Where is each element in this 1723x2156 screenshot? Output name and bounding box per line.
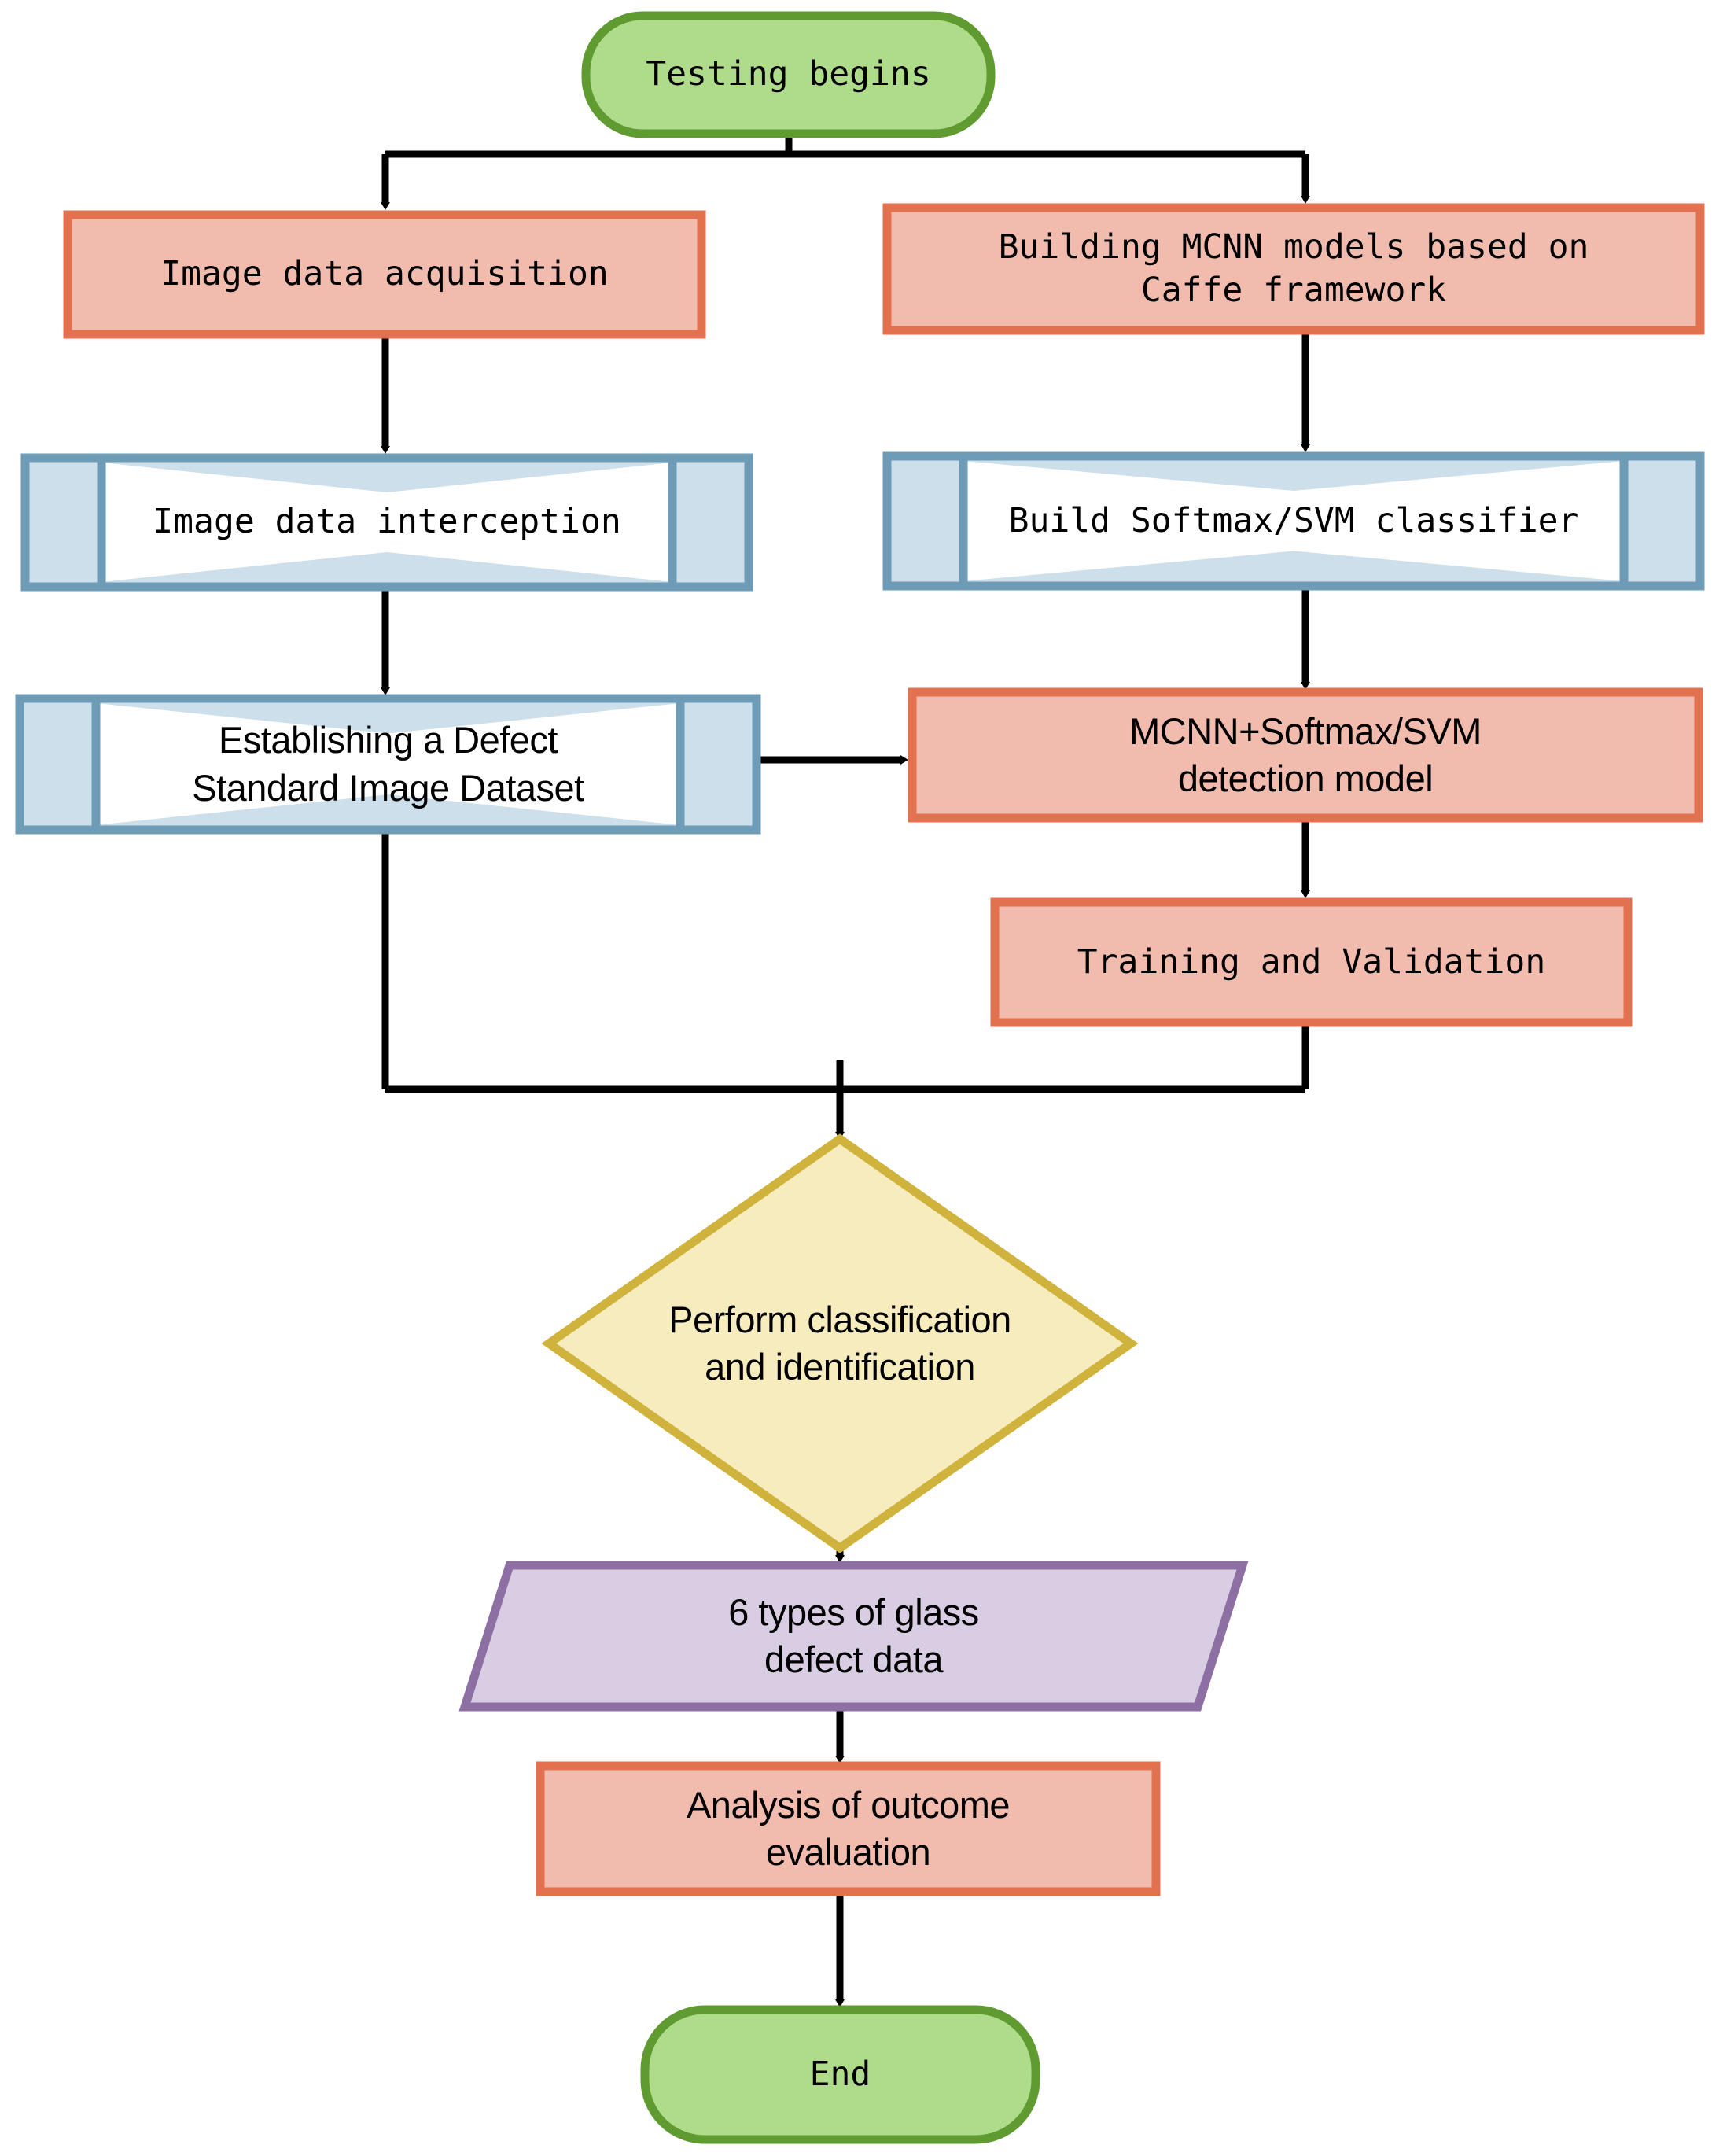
node-mcnn-build[interactable]: Building MCNN models based on Caffe fram… — [887, 208, 1700, 330]
shape-start[interactable] — [581, 11, 996, 138]
node-acquisition-label: Image data acquisition — [160, 254, 609, 294]
shape-classifier[interactable] — [882, 451, 1705, 591]
node-start-label: Testing begins — [646, 54, 931, 94]
shape-training[interactable] — [990, 897, 1633, 1027]
shape-defect-data[interactable] — [458, 1561, 1249, 1712]
shape-mcnn-build[interactable] — [882, 203, 1705, 335]
shape-interception[interactable] — [20, 453, 753, 592]
node-analysis-label: Analysis of outcome evaluation — [686, 1783, 1011, 1873]
node-training-label: Training and Validation — [1077, 942, 1546, 982]
node-end-label: End — [809, 2054, 871, 2094]
node-defect-data-label: 6 types of glass defect data — [728, 1590, 979, 1680]
node-dataset[interactable]: Establishing a Defect Standard Image Dat… — [20, 698, 757, 830]
node-analysis[interactable]: Analysis of outcome evaluation — [540, 1766, 1156, 1892]
node-end[interactable]: End — [645, 2010, 1036, 2139]
node-acquisition[interactable]: Image data acquisition — [68, 215, 701, 334]
node-classifier-label: Build Softmax/SVM classifier — [1008, 500, 1579, 540]
node-interception-label: Image data interception — [153, 502, 621, 542]
node-interception[interactable]: Image data interception — [25, 458, 749, 587]
node-start[interactable]: Testing begins — [586, 16, 991, 134]
node-detect-model-label: MCNN+Softmax/SVM detection model — [1129, 709, 1482, 799]
shape-acquisition[interactable] — [63, 210, 706, 339]
node-detect-model[interactable]: MCNN+Softmax/SVM detection model — [912, 692, 1699, 818]
node-dataset-label: Establishing a Defect Standard Image Dat… — [192, 719, 584, 809]
shape-end[interactable] — [640, 2005, 1040, 2144]
node-classifier[interactable]: Build Softmax/SVM classifier — [887, 456, 1700, 586]
shape-dataset[interactable] — [15, 694, 761, 835]
shape-detect-model[interactable] — [908, 687, 1703, 823]
node-mcnn-build-label: Building MCNN models based on Caffe fram… — [998, 227, 1589, 310]
shape-analysis[interactable] — [536, 1761, 1161, 1896]
node-classify-label: Perform classification and identificatio… — [668, 1298, 1011, 1388]
node-training[interactable]: Training and Validation — [995, 902, 1628, 1023]
node-classify[interactable]: Perform classification and identificatio… — [549, 1139, 1131, 1548]
shape-classify[interactable] — [541, 1133, 1139, 1553]
node-defect-data[interactable]: 6 types of glass defect data — [465, 1565, 1243, 1707]
